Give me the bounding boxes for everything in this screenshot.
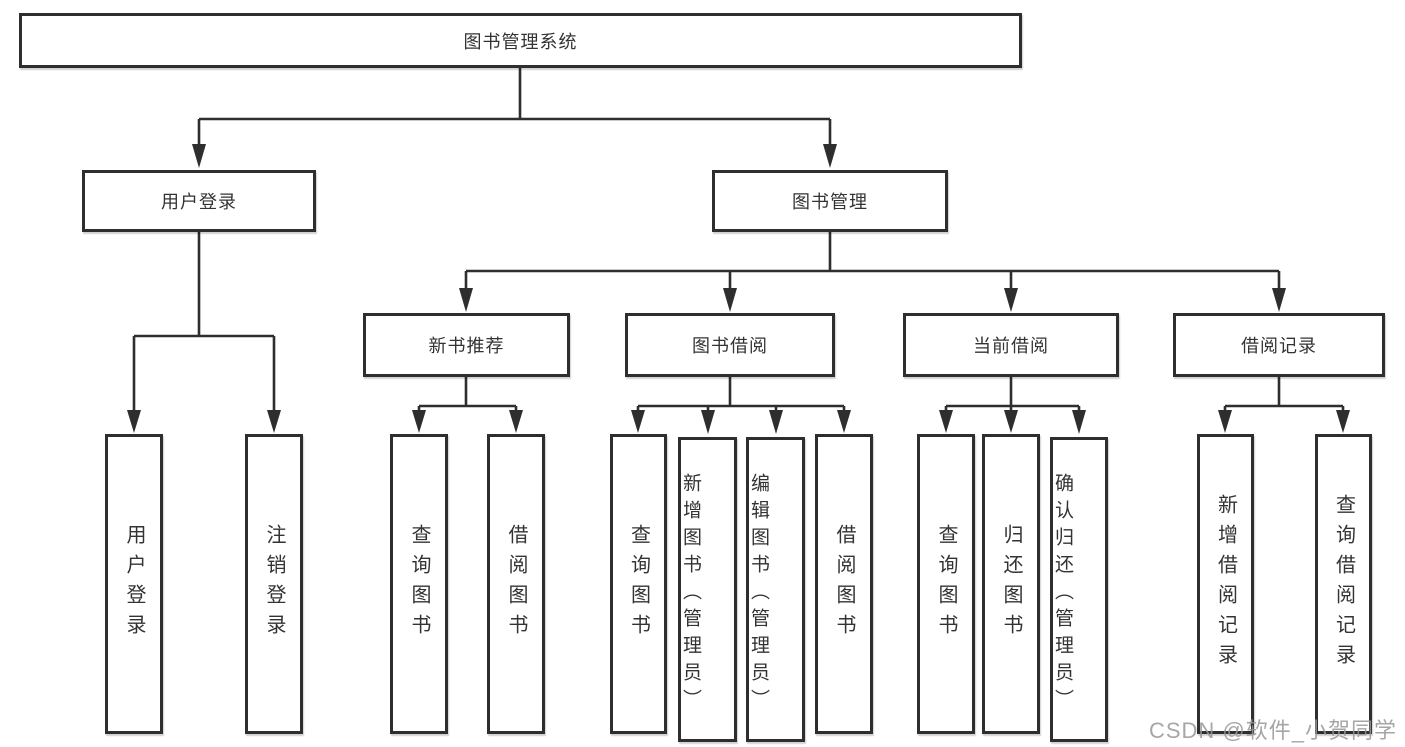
node-root-library-management-system: 图书管理系统 [19,13,1022,68]
leaf-return-books: 归还图书 [982,434,1040,734]
node-root-label: 图书管理系统 [463,31,578,52]
leaf-logout-login-label: 注销登录 [263,524,285,644]
leaf-borrow-books-recommend: 借阅图书 [487,434,545,734]
leaf-query-books-borrow-label: 查询图书 [627,524,650,644]
leaf-add-borrow-record-label: 新增借阅记录 [1214,494,1237,674]
node-borrowing-records-label: 借阅记录 [1241,336,1317,356]
leaf-query-borrow-record: 查询借阅记录 [1315,434,1372,734]
leaf-query-books-recommend-label: 查询图书 [408,524,430,644]
node-new-book-recommendation: 新书推荐 [363,313,570,377]
node-book-management: 图书管理 [712,170,948,232]
leaf-logout-login: 注销登录 [245,434,303,734]
node-current-borrowing-label: 当前借阅 [973,336,1049,356]
leaf-borrow-books-borrow-label: 借阅图书 [833,524,855,644]
leaf-query-books-current-label: 查询图书 [935,524,957,644]
leaf-query-borrow-record-label: 查询借阅记录 [1332,494,1355,674]
leaf-confirm-return-admin: 确认归还（管理员） [1050,437,1108,742]
leaf-borrow-books-recommend-label: 借阅图书 [505,524,527,644]
leaf-borrow-books-borrow: 借阅图书 [815,434,873,734]
leaf-user-login-label: 用户登录 [123,524,145,644]
node-user-login: 用户登录 [82,170,316,232]
leaf-return-books-label: 归还图书 [1000,524,1022,644]
leaf-add-borrow-record: 新增借阅记录 [1197,434,1254,734]
node-new-book-recommendation-label: 新书推荐 [428,336,505,356]
node-book-borrowing: 图书借阅 [625,313,835,377]
leaf-edit-books-admin-label: 编辑图书（管理员） [748,473,769,716]
leaf-add-books-admin-label: 新增图书（管理员） [680,473,701,716]
node-book-management-label: 图书管理 [792,192,868,212]
node-user-login-label: 用户登录 [161,192,237,212]
leaf-confirm-return-admin-label: 确认归还（管理员） [1052,473,1073,716]
node-borrowing-records: 借阅记录 [1173,313,1385,377]
leaf-query-books-recommend: 查询图书 [390,434,448,734]
leaf-query-books-current: 查询图书 [917,434,975,734]
leaf-edit-books-admin: 编辑图书（管理员） [746,437,805,742]
leaf-add-books-admin: 新增图书（管理员） [678,437,737,742]
leaf-user-login: 用户登录 [105,434,163,734]
csdn-watermark: CSDN @软件_小贺同学 [1148,718,1397,743]
node-current-borrowing: 当前借阅 [903,313,1119,377]
node-book-borrowing-label: 图书借阅 [692,336,768,356]
leaf-query-books-borrow: 查询图书 [610,434,667,734]
